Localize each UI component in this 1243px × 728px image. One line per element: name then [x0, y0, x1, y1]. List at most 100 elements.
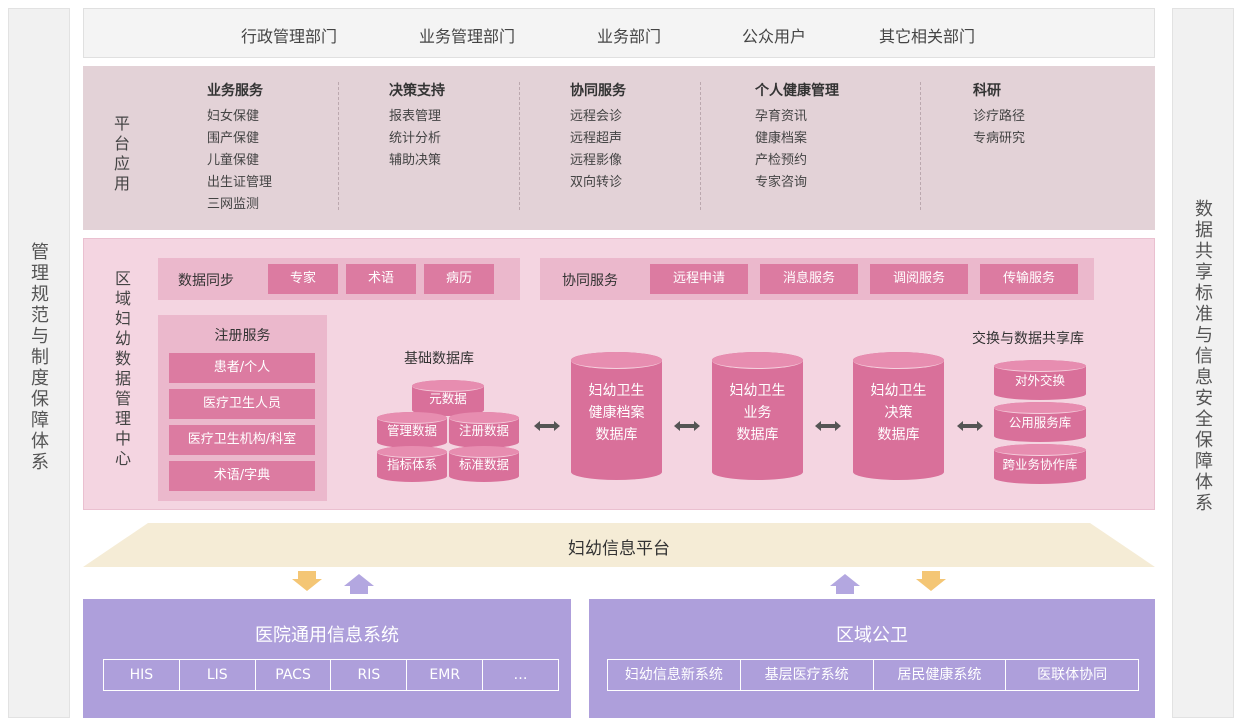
db-registration-label: 注册数据 — [458, 423, 509, 438]
collab-item-lookup: 调阅服务 — [870, 264, 968, 294]
regional-title: 区域公卫 — [836, 625, 908, 646]
db-health-record-line1: 妇幼卫生 — [588, 383, 645, 399]
app-item: 双向转诊 — [570, 175, 623, 190]
app-item: 远程会诊 — [570, 109, 623, 124]
hospital-cell: RIS — [331, 660, 408, 690]
app-item: 妇女保健 — [207, 109, 260, 124]
app-item: 孕育资讯 — [755, 109, 808, 124]
db-health-record-line2: 健康档案 — [588, 405, 645, 421]
hospital-cell: EMR — [407, 660, 484, 690]
left-panel-title: 管理规范与制度保障体系 — [31, 242, 49, 473]
hospital-systems-title: 医院通用信息系统 — [255, 625, 399, 646]
register-item-dict: 术语/字典 — [169, 461, 315, 491]
user-business-mgmt-dept: 业务管理部门 — [419, 27, 516, 46]
arrow-up-icon — [830, 574, 860, 594]
app-col-title: 协同服务 — [570, 83, 626, 99]
double-arrow-icon — [957, 421, 983, 431]
db-business: 妇幼卫生 业务 数据库 — [712, 352, 803, 480]
db-metadata: 元数据 — [412, 380, 484, 416]
exchange-cross: 跨业务协作库 — [994, 444, 1086, 484]
app-item: 远程影像 — [570, 153, 623, 168]
data-center: 区域妇幼数据管理中心 数据同步 专家 术语 病历 协同服务 远程申请 消息服务 … — [83, 238, 1155, 510]
sync-item-record: 病历 — [424, 264, 494, 294]
register-item-staff: 医疗卫生人员 — [169, 389, 315, 419]
db-indicator: 指标体系 — [377, 446, 447, 482]
exchange-title: 交换与数据共享库 — [972, 331, 1084, 347]
db-business-line3: 数据库 — [736, 427, 779, 443]
right-panel-title: 数据共享标准与信息安全保障体系 — [1195, 199, 1213, 514]
platform-band: 妇幼信息平台 — [83, 523, 1155, 567]
app-item: 专病研究 — [973, 131, 1026, 146]
regional-cell: 妇幼信息新系统 — [608, 660, 741, 690]
arrow-up-icon — [344, 574, 374, 594]
user-public: 公众用户 — [742, 27, 807, 46]
register-service-title: 注册服务 — [214, 328, 271, 344]
column-divider — [700, 82, 701, 210]
db-decision-line1: 妇幼卫生 — [870, 383, 927, 399]
app-item: 报表管理 — [389, 109, 442, 124]
hospital-cell: PACS — [256, 660, 332, 690]
arrow-down-icon — [292, 571, 322, 591]
app-item: 远程超声 — [570, 131, 623, 146]
sync-item-expert: 专家 — [268, 264, 338, 294]
db-standard: 标准数据 — [449, 446, 519, 482]
arrow-down-icon — [916, 571, 946, 591]
app-col-health: 个人健康管理 孕育资讯 健康档案 产检预约 专家咨询 — [755, 80, 839, 194]
exchange-public: 公用服务库 — [994, 402, 1086, 442]
hospital-systems-row: HIS LIS PACS RIS EMR … — [103, 659, 559, 691]
hospital-cell: LIS — [180, 660, 256, 690]
db-decision-line2: 决策 — [884, 405, 913, 421]
base-db-title: 基础数据库 — [404, 351, 474, 367]
db-metadata-label: 元数据 — [429, 391, 467, 406]
right-panel: 数据共享标准与信息安全保障体系 — [1172, 8, 1234, 718]
collab-item-message: 消息服务 — [760, 264, 858, 294]
collab-item-transfer: 传输服务 — [980, 264, 1078, 294]
app-item: 辅助决策 — [389, 153, 442, 168]
app-item: 围产保健 — [207, 131, 260, 146]
db-management-label: 管理数据 — [386, 423, 437, 438]
data-sync-strip: 数据同步 专家 术语 病历 — [158, 258, 520, 300]
column-divider — [519, 82, 520, 210]
user-other-dept: 其它相关部门 — [879, 27, 976, 46]
double-arrow-icon — [534, 421, 560, 431]
column-divider — [338, 82, 339, 210]
users-bar: 行政管理部门 业务管理部门 业务部门 公众用户 其它相关部门 — [83, 8, 1155, 58]
regional-cell: 基层医疗系统 — [741, 660, 874, 690]
app-item: 儿童保健 — [207, 153, 260, 168]
collab-service-label: 协同服务 — [562, 273, 618, 289]
hospital-systems: 医院通用信息系统 HIS LIS PACS RIS EMR … — [83, 599, 571, 718]
db-standard-label: 标准数据 — [458, 457, 509, 472]
double-arrow-icon — [815, 421, 841, 431]
data-center-label: 区域妇幼数据管理中心 — [114, 269, 131, 468]
app-col-collab: 协同服务 远程会诊 远程超声 远程影像 双向转诊 — [570, 80, 626, 194]
app-col-research: 科研 诊疗路径 专病研究 — [973, 80, 1025, 150]
register-service: 注册服务 患者/个人 医疗卫生人员 医疗卫生机构/科室 术语/字典 — [158, 315, 327, 501]
column-divider — [920, 82, 921, 210]
app-col-title: 决策支持 — [389, 83, 445, 99]
register-item-patient: 患者/个人 — [169, 353, 315, 383]
hospital-cell: HIS — [104, 660, 180, 690]
register-item-org: 医疗卫生机构/科室 — [169, 425, 315, 455]
app-item: 专家咨询 — [755, 175, 808, 190]
collab-item-remote-request: 远程申请 — [650, 264, 748, 294]
db-decision-line3: 数据库 — [877, 427, 920, 443]
platform-title: 妇幼信息平台 — [568, 539, 670, 559]
app-item: 出生证管理 — [207, 175, 273, 190]
regional-cell: 医联体协同 — [1037, 667, 1108, 683]
app-col-title: 业务服务 — [207, 83, 263, 99]
app-col-title: 科研 — [973, 83, 1001, 99]
db-business-line1: 妇幼卫生 — [729, 383, 786, 399]
exchange-public-label: 公用服务库 — [1008, 415, 1072, 430]
user-business-dept: 业务部门 — [597, 27, 662, 46]
platform-apps-label: 平台应用 — [113, 114, 130, 193]
exchange-external: 对外交换 — [994, 360, 1086, 400]
db-registration: 注册数据 — [449, 412, 519, 448]
app-item: 三网监测 — [207, 197, 260, 212]
db-management: 管理数据 — [377, 412, 447, 448]
db-indicator-label: 指标体系 — [386, 457, 437, 472]
regional-row: 妇幼信息新系统 基层医疗系统 居民健康系统 医联体协同 — [607, 659, 1139, 691]
db-decision: 妇幼卫生 决策 数据库 — [853, 352, 944, 480]
hospital-cell: … — [513, 667, 528, 683]
exchange-external-label: 对外交换 — [1014, 373, 1065, 388]
exchange-cross-label: 跨业务协作库 — [1002, 457, 1078, 472]
